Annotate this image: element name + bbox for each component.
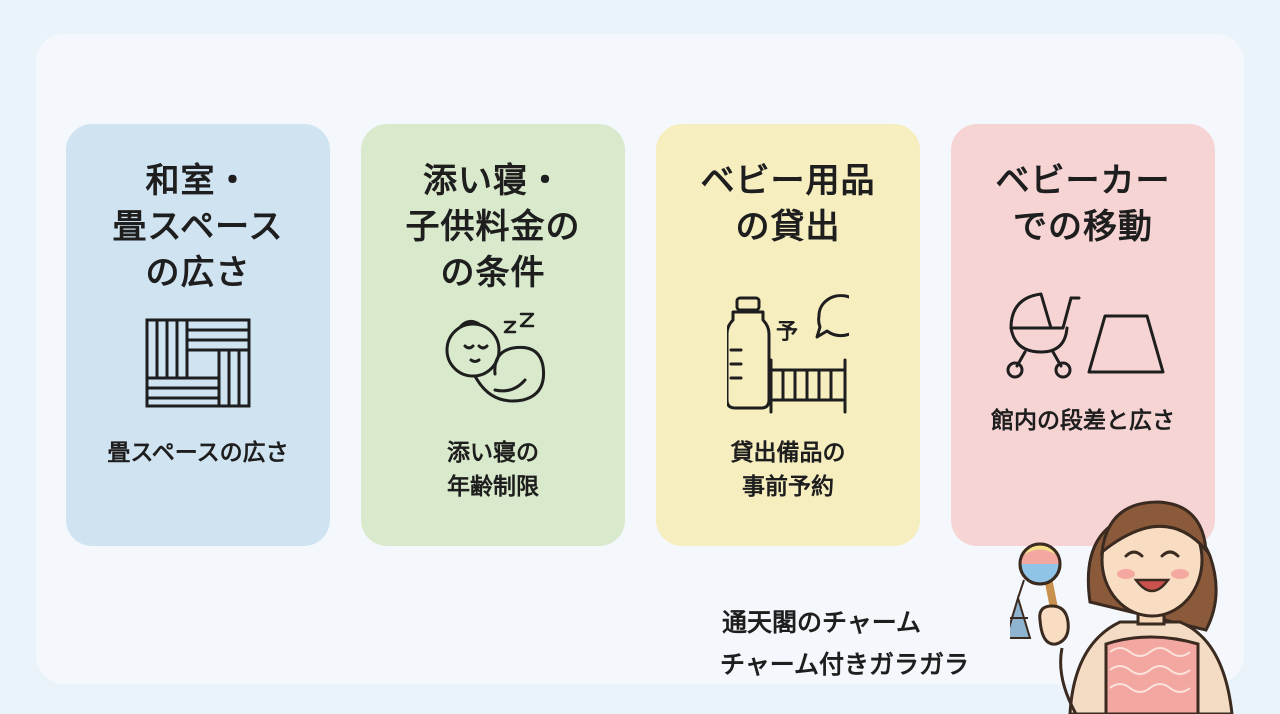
card-stroller-movement: ベビーカー での移動 館内の段差と広さ	[951, 124, 1215, 546]
card-caption: 館内の段差と広さ	[991, 408, 1175, 434]
bottle-crib-icon	[656, 290, 920, 414]
card-caption: 添い寝の 年齢制限	[447, 440, 539, 500]
card-title: ベビーカー での移動	[995, 161, 1171, 247]
card-tatami-space: 和室・ 畳スペース の広さ 畳スペースの広さ	[66, 124, 330, 546]
card-title: 和室・ 畳スペース の広さ	[112, 161, 284, 293]
stroller-slope-icon	[951, 288, 1215, 380]
card-title: ベビー用品 の貸出	[700, 161, 876, 247]
reservation-badge-text: 予	[775, 320, 798, 345]
charm-line-2: チャーム付きガラガラ	[720, 650, 970, 679]
card-caption: 畳スペースの広さ	[107, 440, 289, 466]
card-baby-goods-rental: ベビー用品 の貸出 予 貸出備品の 事前予約	[656, 124, 920, 546]
mother-illustration	[1010, 500, 1234, 714]
charm-line-1: 通天閣のチャーム	[722, 608, 922, 637]
tatami-icon	[66, 318, 330, 408]
card-title: 添い寝・ 子供料金の の条件	[405, 161, 581, 293]
card-caption: 貸出備品の 事前予約	[730, 440, 846, 500]
sleeping-baby-icon	[361, 306, 625, 416]
card-co-sleeping: 添い寝・ 子供料金の の条件 添い寝の 年齢制限	[361, 124, 625, 546]
